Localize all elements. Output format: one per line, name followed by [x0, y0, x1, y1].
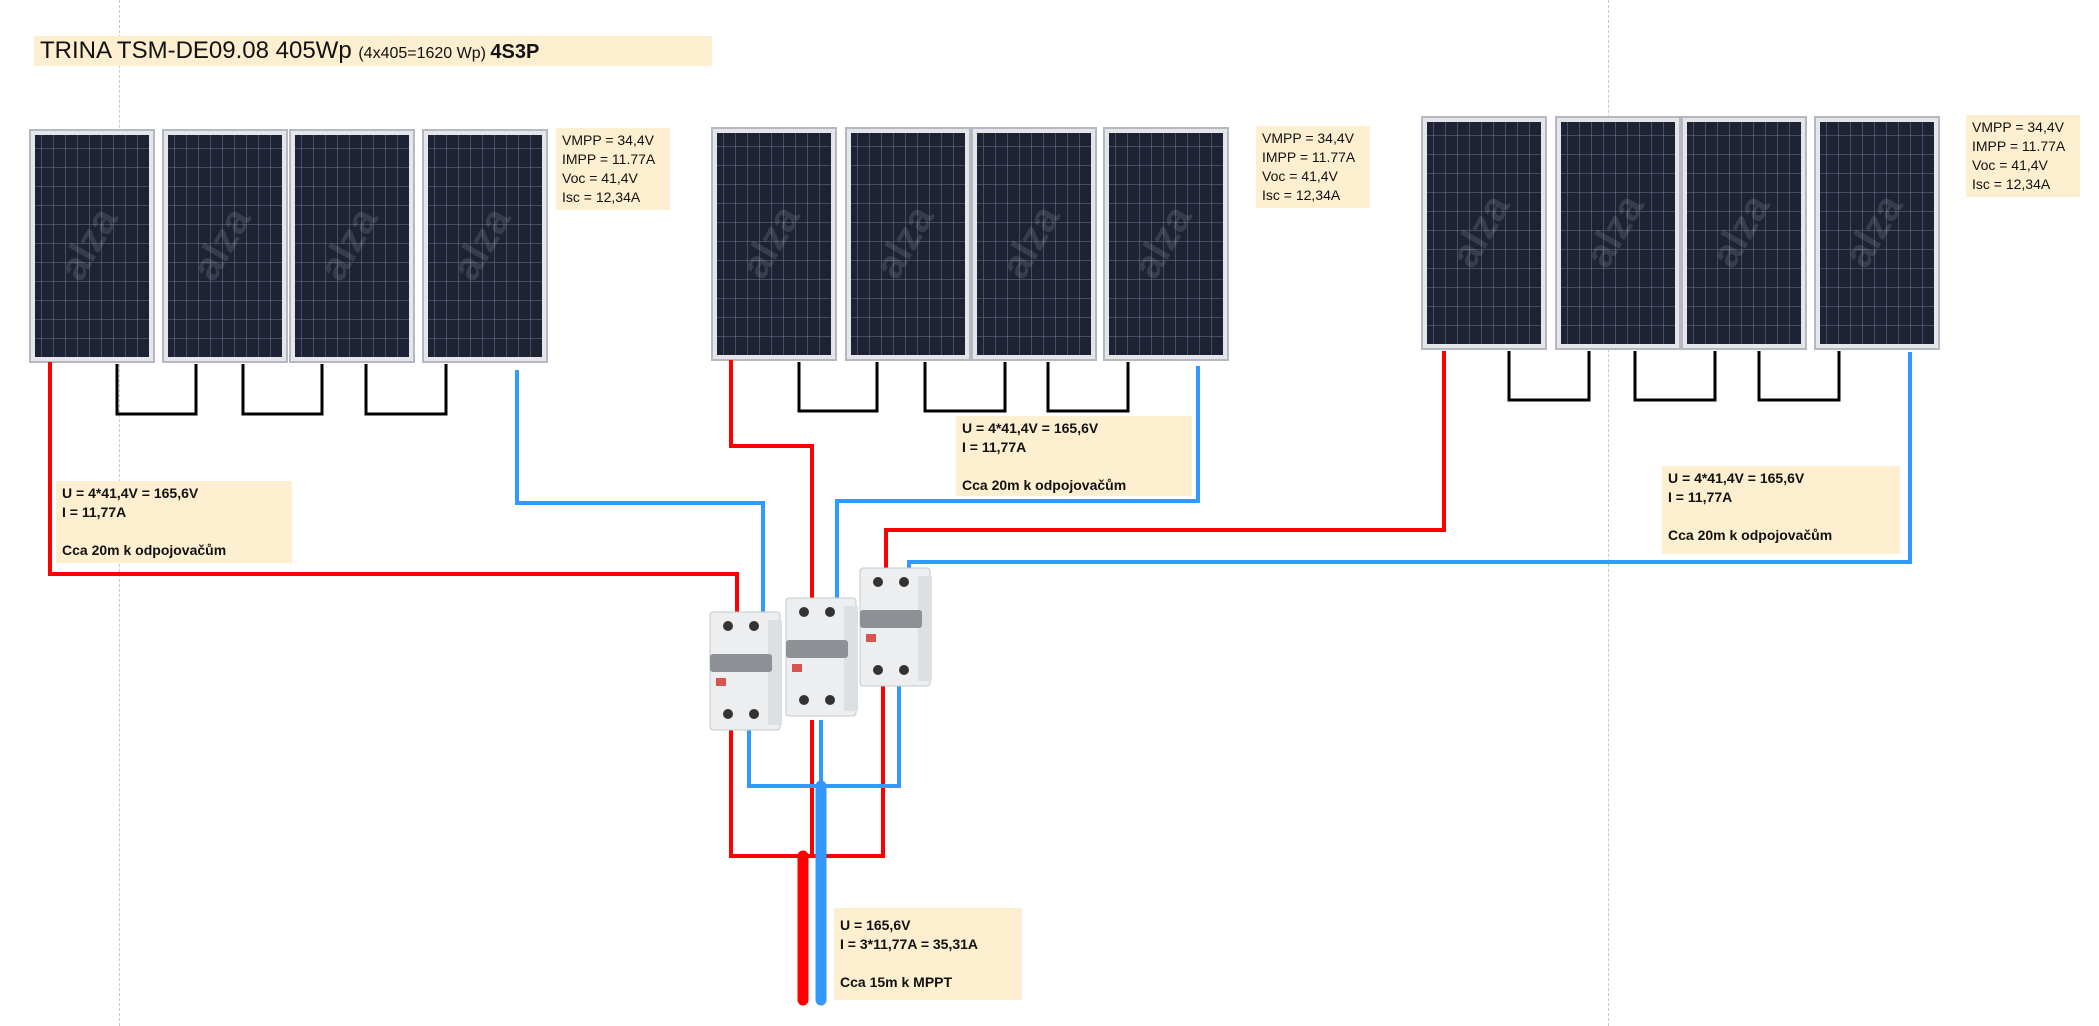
solar-panel [289, 129, 415, 363]
page-guide-right [1608, 0, 1609, 1026]
string-current: I = 11,77A [62, 504, 127, 520]
series-links [115, 351, 1841, 416]
panel-spec-note-2: VMPP = 34,4V IMPP = 11.77A Voc = 41,4V I… [1256, 126, 1370, 208]
solar-panel [845, 127, 971, 361]
string-current: I = 11,77A [1668, 489, 1733, 505]
spec-impp: IMPP = 11.77A [1262, 149, 1356, 165]
panel-spec-note-1: VMPP = 34,4V IMPP = 11.77A Voc = 41,4V I… [556, 128, 670, 210]
spec-vmpp: VMPP = 34,4V [562, 132, 654, 148]
title-detail: (4x405=1620 Wp) [358, 45, 491, 62]
spec-voc: Voc = 41,4V [1972, 157, 2048, 173]
positive-wires [48, 351, 1446, 858]
spec-voc: Voc = 41,4V [1262, 168, 1338, 184]
spec-isc: Isc = 12,34A [1262, 187, 1341, 203]
spec-vmpp: VMPP = 34,4V [1262, 130, 1354, 146]
spec-impp: IMPP = 11.77A [562, 151, 656, 167]
spec-impp: IMPP = 11.77A [1972, 138, 2066, 154]
solar-panel [29, 129, 155, 363]
string-current: I = 11,77A [962, 439, 1027, 455]
spec-isc: Isc = 12,34A [562, 189, 641, 205]
solar-panel [1814, 116, 1940, 350]
panel-spec-note-3: VMPP = 34,4V IMPP = 11.77A Voc = 41,4V I… [1966, 115, 2080, 197]
solar-panel [1421, 116, 1547, 350]
dc-breaker-1 [709, 611, 783, 731]
string-2-note: U = 4*41,4V = 165,6V I = 11,77A Cca 20m … [956, 416, 1192, 496]
string-distance: Cca 20m k odpojovačům [1668, 527, 1833, 543]
string-1-note: U = 4*41,4V = 165,6V I = 11,77A Cca 20m … [56, 481, 292, 563]
title-model: TRINA TSM-DE09.08 405Wp [40, 37, 359, 64]
string-voltage: U = 4*41,4V = 165,6V [1668, 470, 1805, 486]
string-distance: Cca 20m k odpojovačům [62, 542, 227, 558]
string-3-note: U = 4*41,4V = 165,6V I = 11,77A Cca 20m … [1662, 466, 1900, 554]
solar-panel [1555, 116, 1681, 350]
string-voltage: U = 4*41,4V = 165,6V [62, 485, 199, 501]
output-note: U = 165,6V I = 3*11,77A = 35,31A Cca 15m… [834, 908, 1022, 1000]
dc-breaker-3 [859, 567, 933, 687]
string-1-panels [29, 129, 548, 363]
string-2-panels [711, 127, 1229, 361]
output-distance: Cca 15m k MPPT [840, 974, 953, 990]
dc-breaker-2 [785, 597, 859, 717]
solar-panel [1681, 116, 1807, 350]
spec-vmpp: VMPP = 34,4V [1972, 119, 2064, 135]
string-distance: Cca 20m k odpojovačům [962, 477, 1127, 493]
output-voltage: U = 165,6V [840, 917, 911, 933]
string-3-panels [1421, 116, 1940, 350]
solar-panel [1103, 127, 1229, 361]
solar-panel [422, 129, 548, 363]
output-current: I = 3*11,77A = 35,31A [840, 936, 979, 952]
title-config: 4S3P [490, 41, 540, 63]
solar-panel [162, 129, 288, 363]
string-voltage: U = 4*41,4V = 165,6V [962, 420, 1099, 436]
negative-wires [515, 352, 1912, 788]
solar-panel [971, 127, 1097, 361]
solar-panel [711, 127, 837, 361]
spec-isc: Isc = 12,34A [1972, 176, 2051, 192]
spec-voc: Voc = 41,4V [562, 170, 638, 186]
diagram-title: TRINA TSM-DE09.08 405Wp (4x405=1620 Wp) … [34, 36, 712, 66]
